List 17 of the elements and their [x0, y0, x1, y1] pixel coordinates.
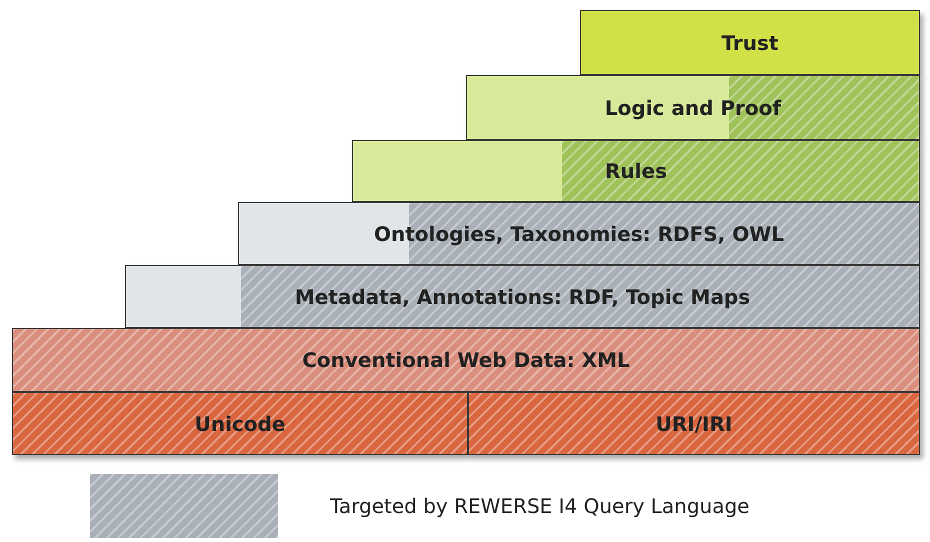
layer-label: URI/IRI [656, 412, 732, 436]
layer-box [238, 202, 920, 265]
layer-label: Trust [721, 30, 778, 54]
layer-box [12, 392, 468, 455]
layer-label: Ontologies, Taxonomies: RDFS, OWL [374, 222, 784, 246]
layer-box [468, 392, 920, 455]
layer-box [466, 75, 920, 140]
layer-label: Rules [605, 159, 667, 183]
layer-label: Logic and Proof [604, 96, 782, 120]
legend-text: Targeted by REWERSE I4 Query Language [330, 494, 750, 518]
layer-label: Conventional Web Data: XML [302, 348, 630, 372]
layer-box [352, 140, 920, 202]
layer-box [580, 10, 920, 75]
layer-box [125, 265, 920, 328]
layer-label: Metadata, Annotations: RDF, Topic Maps [294, 284, 750, 308]
layer-label: Unicode [194, 412, 286, 436]
layer-box [12, 328, 920, 392]
